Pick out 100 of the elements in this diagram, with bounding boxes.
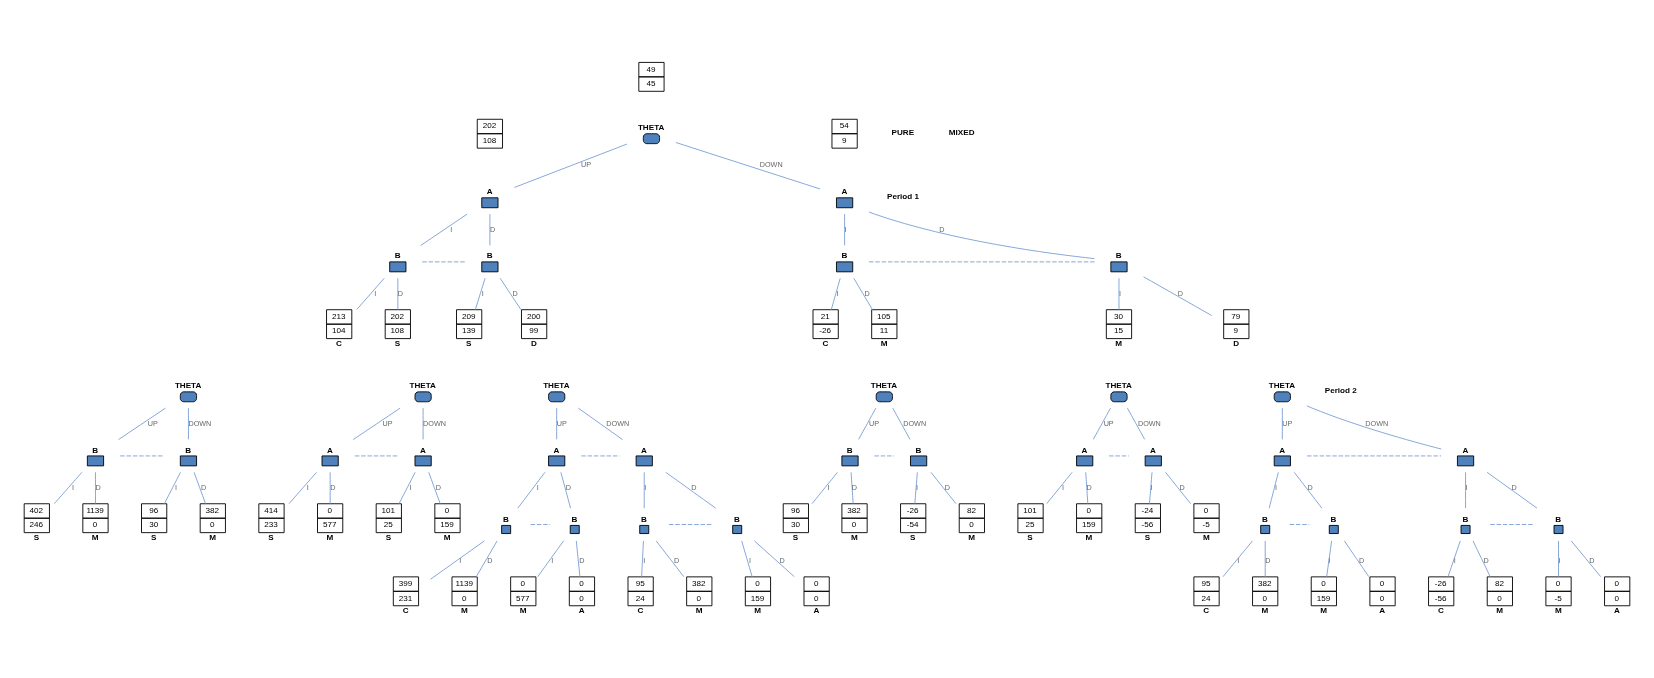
node-label: M [1554, 605, 1562, 615]
edge-label: D [1307, 482, 1313, 492]
connector [1343, 539, 1370, 577]
edge-label: D [489, 224, 496, 234]
node-label: B [1262, 514, 1268, 524]
edge-label: I [844, 224, 847, 234]
node-label: C [637, 605, 644, 615]
edge-label: UP [581, 159, 592, 169]
edge-label: UP [1103, 418, 1114, 428]
node-label: M [880, 338, 888, 348]
edge-label: D [1086, 482, 1092, 492]
node-label: B [185, 445, 192, 454]
connector [1046, 471, 1073, 504]
node-label: M [1320, 605, 1328, 615]
node-label: A [1279, 445, 1286, 454]
connector [868, 260, 1095, 262]
connector [655, 539, 685, 577]
node-label: M [1496, 605, 1504, 615]
connector [474, 277, 486, 310]
connector [421, 260, 466, 262]
edge-label: D [939, 224, 945, 234]
node-label: A [578, 605, 585, 615]
connector [1118, 277, 1120, 310]
edge-label: D [565, 482, 571, 492]
label: PURE [891, 127, 915, 137]
node-label: THETA [409, 380, 437, 390]
edge-label: D [330, 482, 336, 492]
node-label: B [1555, 514, 1562, 524]
edge-label: D [1265, 555, 1271, 565]
edge-label: I [374, 288, 377, 298]
node-label: M [443, 532, 451, 542]
connector [830, 277, 841, 310]
node-label: THETA [637, 122, 665, 132]
connector [1306, 455, 1442, 456]
edge-label: I [1558, 555, 1561, 565]
connector [537, 539, 565, 577]
edge-label: D [851, 482, 858, 492]
node-label: S [150, 532, 157, 542]
node-label: A [1614, 605, 1620, 615]
connector [530, 523, 551, 525]
edge-label: D [674, 555, 680, 565]
node-label: A [419, 445, 426, 454]
edge-label: UP [147, 418, 158, 428]
connector [163, 471, 181, 504]
edge-label: D [944, 482, 950, 492]
node-label: A [641, 445, 647, 454]
edge-label: I [644, 482, 647, 492]
edge-label: I [551, 555, 554, 565]
connector [95, 471, 96, 504]
edge-label: I [1328, 555, 1331, 565]
edge-label: I [409, 482, 412, 492]
connector [1489, 523, 1535, 525]
node-label: B [1462, 514, 1469, 524]
connector [668, 523, 714, 525]
edge-label: I [827, 482, 830, 492]
edge-label: D [487, 555, 493, 565]
edge-label: DOWN [903, 418, 927, 428]
node-label: M [1115, 338, 1123, 348]
connector [1149, 471, 1153, 504]
connector [352, 407, 401, 440]
connector [475, 539, 498, 577]
connector [1558, 539, 1559, 577]
connector [844, 213, 846, 246]
edge-label: I [1150, 482, 1153, 492]
edge-label: UP [1282, 418, 1293, 428]
connector [118, 407, 166, 440]
node-label: M [754, 605, 762, 615]
edge-label: D [1483, 555, 1489, 565]
edge-label: DOWN [188, 418, 212, 428]
edge-label: D [779, 555, 785, 565]
edge-label: I [1453, 555, 1456, 565]
connector [1293, 471, 1323, 509]
edge-label: D [691, 482, 697, 492]
node-label: THETA [543, 380, 570, 390]
node-label: A [841, 186, 848, 196]
edge-label: I [459, 555, 462, 565]
connector [560, 471, 572, 509]
connector [1281, 407, 1283, 440]
node-label: A [553, 445, 560, 454]
label: MIXED [948, 127, 975, 137]
node-label: D [530, 338, 537, 348]
connector [1289, 523, 1310, 525]
node-label: B [734, 514, 740, 524]
connector [188, 407, 189, 440]
edge-label: I [1465, 482, 1468, 492]
edge-label: UP [382, 418, 393, 428]
edge-label: DOWN [1365, 418, 1389, 428]
edge-label: I [1237, 555, 1240, 565]
connector [1222, 539, 1253, 577]
connector [428, 471, 441, 504]
connector [853, 277, 873, 310]
connector [420, 213, 468, 246]
connector [329, 471, 331, 504]
node-label: S [33, 532, 40, 542]
connector [665, 471, 717, 509]
connector [641, 539, 644, 577]
edge-label: D [1177, 288, 1183, 298]
node-label: M [1202, 532, 1210, 542]
connector [354, 455, 399, 456]
connector [398, 471, 416, 504]
